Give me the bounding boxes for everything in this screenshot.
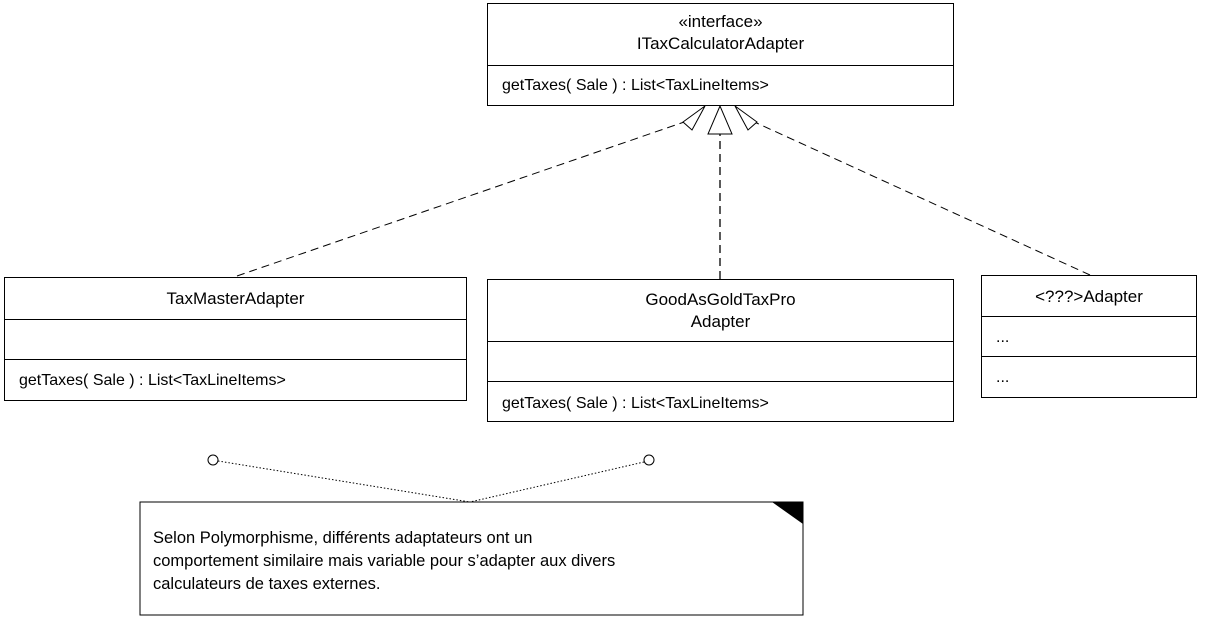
note-line-2: comportement similaire mais variable pou… <box>153 552 616 570</box>
note-text: Selon Polymorphisme, différents adaptate… <box>153 527 793 596</box>
note-folded-corner <box>772 502 803 524</box>
note-anchor-line-right <box>469 461 645 503</box>
class-attributes <box>488 342 953 382</box>
class-operations: ... <box>982 357 1196 397</box>
realization-arrowhead-unknown <box>734 105 758 131</box>
class-header: GoodAsGoldTaxPro Adapter <box>488 280 953 342</box>
interface-header: «interface» ITaxCalculatorAdapter <box>488 4 953 66</box>
note-anchor-line-left <box>217 460 471 503</box>
class-name-line1: GoodAsGoldTaxPro <box>645 290 796 309</box>
interface-operation: getTaxes( Sale ) : List<TaxLineItems> <box>502 77 769 94</box>
class-header: <???>Adapter <box>982 276 1196 317</box>
class-attributes <box>5 320 466 360</box>
note-line-1: Selon Polymorphisme, différents adaptate… <box>153 529 533 547</box>
realization-arrowhead-goodasgold <box>707 104 733 135</box>
note-box <box>139 501 804 616</box>
interface-name: ITaxCalculatorAdapter <box>636 34 805 53</box>
class-operations: getTaxes( Sale ) : List<TaxLineItems> <box>5 360 466 400</box>
class-attributes: ... <box>982 317 1196 357</box>
class-box-taxmasteradapter[interactable]: TaxMasterAdapter getTaxes( Sale ) : List… <box>4 277 467 401</box>
interface-stereotype: «interface» <box>678 12 763 31</box>
realization-line-unknown <box>749 119 1091 276</box>
class-operation: getTaxes( Sale ) : List<TaxLineItems> <box>19 372 286 389</box>
interface-box[interactable]: «interface» ITaxCalculatorAdapter getTax… <box>487 3 954 106</box>
class-operation: ... <box>996 369 1010 386</box>
realization-line-taxmaster <box>236 119 691 277</box>
note-anchor-circle-right <box>643 454 655 466</box>
note-line-3: calculateurs de taxes externes. <box>153 575 381 593</box>
class-attributes-text: ... <box>996 329 1010 346</box>
class-operation: getTaxes( Sale ) : List<TaxLineItems> <box>502 395 769 412</box>
class-header: TaxMasterAdapter <box>5 278 466 320</box>
class-name: TaxMasterAdapter <box>166 289 305 308</box>
note-anchor-circle-left <box>207 454 219 466</box>
class-box-unknown-adapter[interactable]: <???>Adapter ... ... <box>981 275 1197 398</box>
class-operations: getTaxes( Sale ) : List<TaxLineItems> <box>488 382 953 421</box>
class-name: <???>Adapter <box>1035 287 1143 306</box>
interface-operations: getTaxes( Sale ) : List<TaxLineItems> <box>488 66 953 105</box>
realization-arrowhead-taxmaster <box>682 105 706 131</box>
class-name-line2: Adapter <box>690 312 751 331</box>
class-box-goodasgoldtaxproadapter[interactable]: GoodAsGoldTaxPro Adapter getTaxes( Sale … <box>487 279 954 422</box>
